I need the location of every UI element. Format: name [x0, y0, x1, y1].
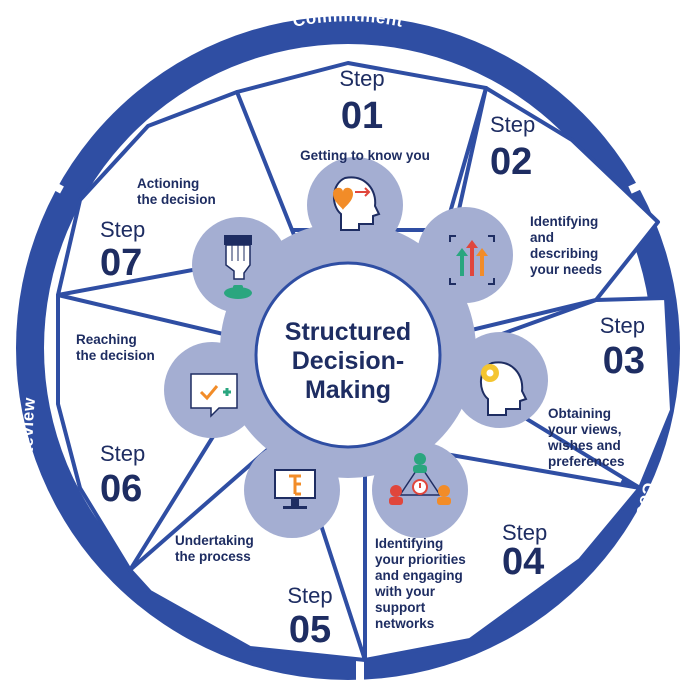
- chat-check-icon: [190, 373, 238, 418]
- step-03-desc-4: preferences: [548, 454, 625, 469]
- step-04-desc-2: your priorities: [375, 552, 466, 567]
- step-04-desc-4: with your: [374, 584, 436, 599]
- step-06-word: Step: [100, 441, 145, 466]
- step-05-number: 05: [289, 609, 331, 651]
- step-07-word: Step: [100, 217, 145, 242]
- network-people-icon: [389, 453, 451, 505]
- step-04-number: 04: [502, 541, 544, 583]
- step-06-desc-1: Reaching: [76, 332, 137, 347]
- step-04-word: Step: [502, 520, 547, 545]
- step-01-word: Step: [339, 66, 384, 91]
- ring-separator: [628, 174, 658, 194]
- step-06-number: 06: [100, 468, 142, 510]
- center-title-line-3: Making: [305, 376, 391, 404]
- step-04-desc-3: and engaging: [375, 568, 463, 583]
- step-02-desc-4: your needs: [530, 262, 602, 277]
- monitor-icon: [274, 469, 316, 509]
- center-title-line-2: Decision-: [292, 347, 405, 375]
- step-04-desc-1: Identifying: [375, 536, 443, 551]
- step-07-desc-1: Actioning: [137, 176, 199, 191]
- step-01-desc: Getting to know you: [300, 148, 430, 163]
- step-03-number: 03: [603, 340, 645, 382]
- step-07-number: 07: [100, 242, 142, 284]
- ring-separator: [38, 174, 64, 194]
- step-05-word: Step: [287, 583, 332, 608]
- step-04-desc-6: networks: [375, 616, 434, 631]
- step-03-desc-1: Obtaining: [548, 406, 611, 421]
- step-07-desc-2: the decision: [137, 192, 216, 207]
- step-06-desc-2: the decision: [76, 348, 155, 363]
- step-03-desc-2: your views,: [548, 422, 622, 437]
- step-04-desc-5: support: [375, 600, 426, 615]
- step-01-number: 01: [341, 95, 383, 137]
- head-heart-icon: [333, 176, 381, 231]
- arrows-icon: [449, 235, 495, 285]
- step-03-word: Step: [600, 313, 645, 338]
- step-05-desc-1: Undertaking: [175, 533, 254, 548]
- hand-press-icon: [224, 235, 252, 299]
- step-02-desc-1: Identifying: [530, 214, 598, 229]
- step-02-desc-2: and: [530, 230, 554, 245]
- step-02-number: 02: [490, 141, 532, 183]
- step-02-word: Step: [490, 112, 535, 137]
- center-title-line-1: Structured: [285, 318, 411, 346]
- head-gear-icon: [480, 361, 528, 416]
- step-05-desc-2: the process: [175, 549, 251, 564]
- center-circle: [254, 261, 442, 449]
- step-03-desc-3: wishes and: [547, 438, 621, 453]
- step-02-desc-3: describing: [530, 246, 598, 261]
